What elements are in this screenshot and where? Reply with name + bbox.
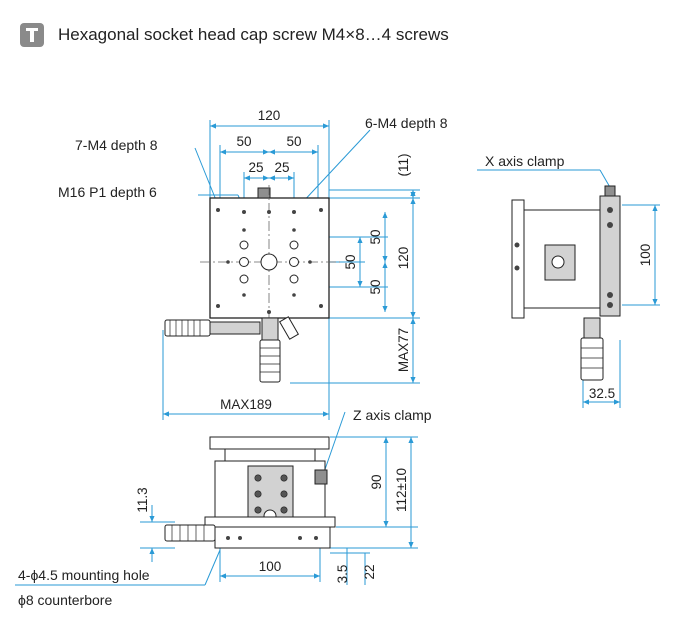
top-view: 120 50 50 25 25 MAX189 (11) 120 50 50 50…	[58, 108, 448, 420]
dim-base-width: 100	[259, 559, 282, 574]
dim-upper: 50	[368, 229, 383, 244]
dim-half-right: 50	[286, 134, 301, 149]
dim-side-width: 32.5	[589, 386, 615, 401]
dim-offset: (11)	[396, 153, 411, 176]
dim-lower: 50	[368, 279, 383, 294]
front-view: Z axis clamp 90 112±10 11.3 100 3.5 22 4…	[15, 407, 432, 608]
callout-7-m4: 7-M4 depth 8	[75, 137, 158, 153]
side-view: X axis clamp 100 32.5	[477, 153, 660, 408]
dim-overall-width: 120	[258, 108, 281, 123]
dim-overall-height: 120	[396, 247, 411, 270]
dim-side-height: 100	[638, 244, 653, 267]
dim-max-height: MAX77	[396, 328, 411, 372]
header: Hexagonal socket head cap screw M4×8…4 s…	[20, 22, 449, 48]
dim-base-thickness: 3.5	[335, 565, 350, 584]
dim-base-offset: 11.3	[135, 487, 150, 512]
callout-6-m4: 6-M4 depth 8	[365, 115, 448, 131]
callout-z-axis-clamp: Z axis clamp	[353, 407, 432, 423]
dim-inner-left: 25	[248, 160, 263, 175]
dim-base-height: 22	[362, 564, 377, 579]
dim-mid: 50	[343, 254, 358, 269]
dim-inner-right: 25	[274, 160, 289, 175]
tool-icon	[20, 23, 44, 47]
dim-total-height: 112±10	[394, 468, 409, 512]
dim-stage-height: 90	[369, 474, 384, 489]
counterbore-note: ϕ8 counterbore	[18, 592, 112, 608]
callout-m16: M16 P1 depth 6	[58, 184, 157, 200]
callout-x-axis-clamp: X axis clamp	[485, 153, 565, 169]
dim-max-width: MAX189	[220, 397, 272, 412]
dim-half-left: 50	[236, 134, 251, 149]
page-title: Hexagonal socket head cap screw M4×8…4 s…	[58, 25, 449, 44]
mount-hole-note: 4-ϕ4.5 mounting hole	[18, 567, 150, 583]
